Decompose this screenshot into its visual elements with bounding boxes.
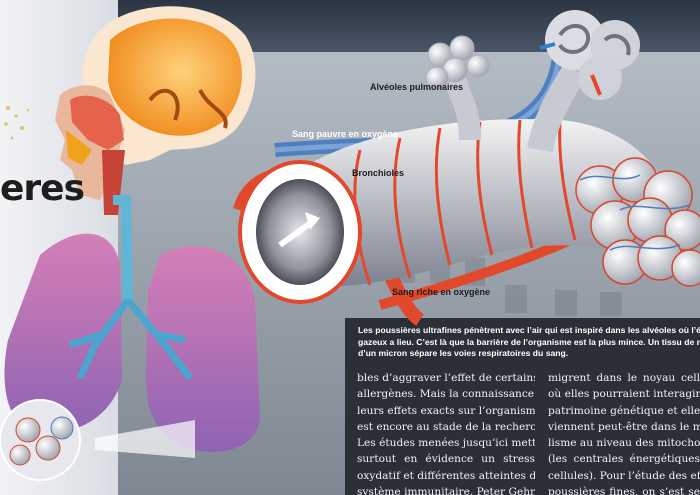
body-line: lisme au niveau des mitochon [548, 435, 700, 451]
label-sang-riche: Sang riche en oxygène [392, 287, 490, 297]
figure-caption: Les poussières ultrafines pénètrent avec… [358, 325, 700, 360]
body-line: leurs effets exacts sur l’organisme en [357, 403, 535, 419]
body-line: surtout en évidence un stress [357, 451, 535, 467]
label-bronchioles: Bronchioles [352, 168, 404, 178]
body-line: migrent dans le noyau cell [548, 370, 700, 386]
caption-line: gazeux a lieu. C’est là que la barrière … [358, 337, 700, 349]
body-line: est encore au stade de la recherche. [357, 419, 535, 435]
body-line: (les centrales énergétiques [548, 451, 700, 467]
body-line: oxydatif et différentes atteintes du [357, 468, 535, 484]
headline-fragment: eres [0, 168, 84, 209]
right-lung [146, 246, 260, 451]
body-line: cellules). Pour l’étude des effe [548, 468, 700, 484]
body-line: Les études menées jusqu’ici mettent [357, 435, 535, 451]
caption-line: d’un micron sépare les voies respiratoir… [358, 348, 700, 360]
text-column-1: bles d’aggraver l’effet de certains alle… [357, 370, 535, 495]
body-line: où elles pourraient interagir a [548, 386, 700, 402]
label-sang-pauvre: Sang pauvre en oxygène [292, 129, 398, 139]
body-line: bles d’aggraver l’effet de certains [357, 370, 535, 386]
body-line: viennent peut-être dans le m [548, 419, 700, 435]
body-line: système immunitaire. Peter Gehr [357, 484, 535, 495]
label-alveoles: Alvéoles pulmonaires [370, 82, 463, 92]
body-line: allergènes. Mais la connaissance sur [357, 386, 535, 402]
text-column-2: migrent dans le noyau cell où elles pour… [548, 370, 700, 495]
caption-line: Les poussières ultrafines pénètrent avec… [358, 325, 700, 337]
body-line: patrimoine génétique et elles [548, 403, 700, 419]
body-line: poussières fines, on s’est se [548, 484, 700, 495]
